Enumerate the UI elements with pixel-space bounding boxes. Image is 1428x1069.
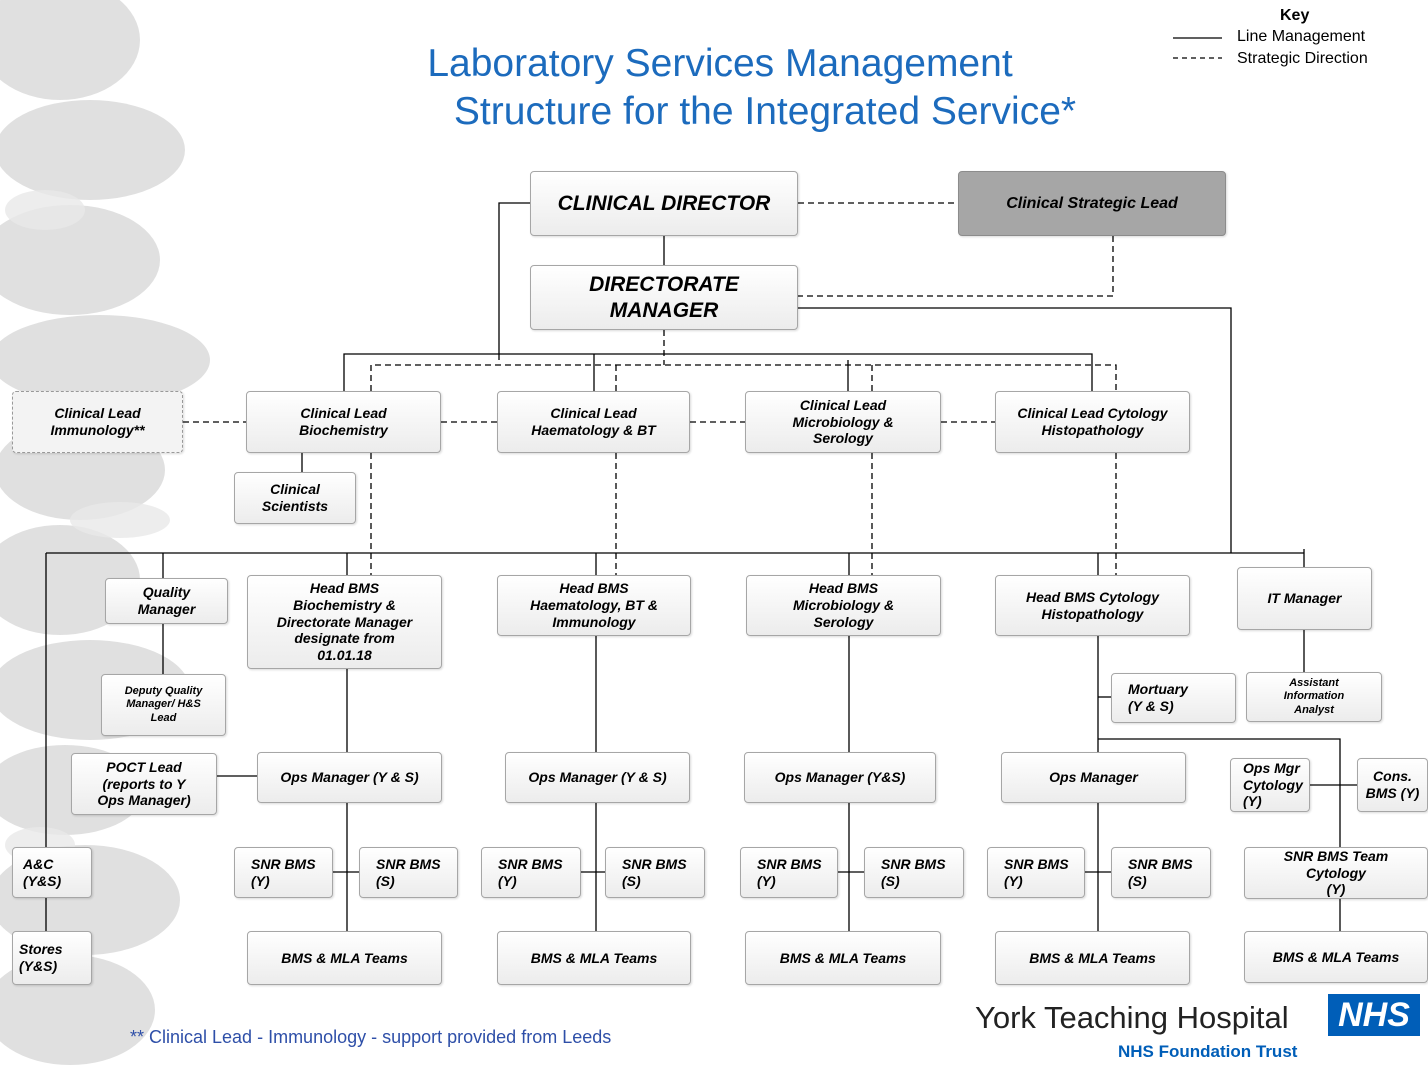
ops-manager-biochemistry-box: Ops Manager (Y & S) <box>257 752 442 803</box>
page-title-line2: Structure for the Integrated Service* <box>453 90 1077 133</box>
clinical-lead-microbiology-box: Clinical Lead Microbiology & Serology <box>745 391 941 453</box>
directorate-manager-box: DIRECTORATE MANAGER <box>530 265 798 330</box>
bms-mla-teams-haematology-box: BMS & MLA Teams <box>497 931 691 985</box>
head-bms-microbiology-box: Head BMS Microbiology & Serology <box>746 575 941 636</box>
nhs-foundation-trust-text: NHS Foundation Trust <box>1118 1042 1298 1061</box>
head-bms-cytology-box: Head BMS Cytology Histopathology <box>995 575 1190 636</box>
snr-bms-s-cytology-box: SNR BMS (S) <box>1111 847 1211 898</box>
clinical-scientists-box: Clinical Scientists <box>234 472 356 524</box>
york-teaching-hospital-logo-text: York Teaching Hospital <box>975 1000 1289 1035</box>
clinical-strategic-lead-box: Clinical Strategic Lead <box>958 171 1226 236</box>
snr-bms-y-haematology-box: SNR BMS (Y) <box>481 847 581 898</box>
mortuary-box: Mortuary (Y & S) <box>1111 673 1236 723</box>
clinical-director-box: CLINICAL DIRECTOR <box>530 171 798 236</box>
clinical-lead-biochemistry-box: Clinical Lead Biochemistry <box>246 391 441 453</box>
head-bms-biochemistry-box: Head BMS Biochemistry & Directorate Mana… <box>247 575 442 669</box>
bms-mla-teams-cytology-y-box: BMS & MLA Teams <box>1244 931 1428 983</box>
cons-bms-box: Cons. BMS (Y) <box>1357 758 1428 812</box>
clinical-lead-cytology-box: Clinical Lead Cytology Histopathology <box>995 391 1190 453</box>
ops-manager-microbiology-box: Ops Manager (Y&S) <box>744 752 936 803</box>
snr-bms-y-biochemistry-box: SNR BMS (Y) <box>234 847 333 898</box>
ops-manager-cytology-box: Ops Manager <box>1001 752 1186 803</box>
stores-box: Stores (Y&S) <box>12 931 92 985</box>
snr-bms-s-microbiology-box: SNR BMS (S) <box>864 847 964 898</box>
quality-manager-box: Quality Manager <box>105 578 228 624</box>
snr-bms-team-cytology-box: SNR BMS Team Cytology (Y) <box>1244 847 1428 899</box>
ac-box: A&C (Y&S) <box>12 847 92 898</box>
key-strategic-direction: Strategic Direction <box>1237 50 1368 67</box>
poct-lead-box: POCT Lead (reports to Y Ops Manager) <box>71 753 217 815</box>
clinical-lead-haematology-box: Clinical Lead Haematology & BT <box>497 391 690 453</box>
it-manager-box: IT Manager <box>1237 567 1372 630</box>
ops-mgr-cytology-y-box: Ops Mgr Cytology (Y) <box>1230 758 1310 812</box>
key-heading: Key <box>1280 7 1310 24</box>
page-title-line1: Laboratory Services Management <box>427 42 1013 85</box>
assistant-information-analyst-box: Assistant Information Analyst <box>1246 672 1382 722</box>
ops-manager-haematology-box: Ops Manager (Y & S) <box>505 752 690 803</box>
snr-bms-s-biochemistry-box: SNR BMS (S) <box>359 847 458 898</box>
footnote-immunology: ** Clinical Lead - Immunology - support … <box>130 1027 612 1047</box>
head-bms-haematology-box: Head BMS Haematology, BT & Immunology <box>497 575 691 636</box>
bms-mla-teams-microbiology-box: BMS & MLA Teams <box>745 931 941 985</box>
snr-bms-y-microbiology-box: SNR BMS (Y) <box>740 847 838 898</box>
bms-mla-teams-biochemistry-box: BMS & MLA Teams <box>247 931 442 985</box>
bms-mla-teams-cytology-box: BMS & MLA Teams <box>995 931 1190 985</box>
deputy-quality-manager-box: Deputy Quality Manager/ H&S Lead <box>101 674 226 736</box>
key-line-management: Line Management <box>1237 28 1366 45</box>
snr-bms-s-haematology-box: SNR BMS (S) <box>605 847 705 898</box>
snr-bms-y-cytology-box: SNR BMS (Y) <box>987 847 1085 898</box>
nhs-logo-badge: NHS <box>1328 994 1420 1036</box>
clinical-lead-immunology-box: Clinical Lead Immunology** <box>12 391 183 453</box>
